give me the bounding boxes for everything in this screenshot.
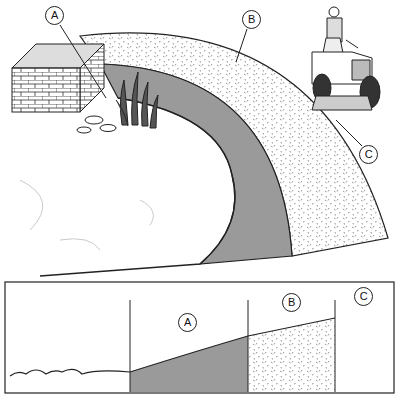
zone-divider [130,300,335,392]
callout-letter: A [45,6,64,25]
section-zone-b [248,318,335,392]
brick-wall [12,68,80,112]
pond-plants [116,72,158,128]
ground-profile [10,318,335,376]
callout-letter: B [242,10,261,29]
section-frame [5,282,394,393]
leader-line [60,25,362,146]
section-zone-a [130,336,248,392]
callout-letter: C [359,145,378,164]
riding-mower [312,7,380,110]
zone-a [100,64,292,264]
